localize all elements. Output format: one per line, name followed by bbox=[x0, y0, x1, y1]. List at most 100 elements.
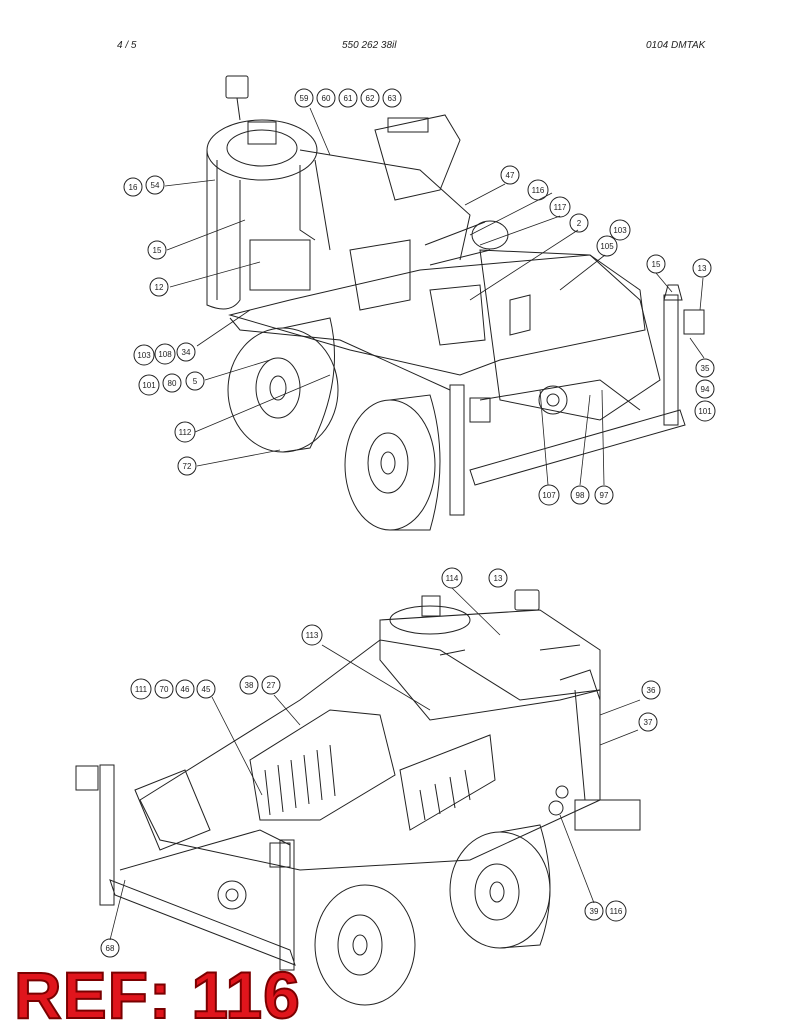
callout-27: 27 bbox=[261, 675, 281, 695]
svg-text:63: 63 bbox=[388, 94, 397, 103]
top-callouts: 59 60 61 62 63 16 54 47 116 117 2 103 10… bbox=[123, 88, 716, 506]
callout-105: 105 bbox=[596, 235, 618, 257]
svg-text:36: 36 bbox=[647, 686, 656, 695]
callout-61: 61 bbox=[338, 88, 358, 108]
svg-text:39: 39 bbox=[590, 907, 599, 916]
callout-35: 35 bbox=[695, 358, 715, 378]
svg-text:80: 80 bbox=[168, 379, 177, 388]
svg-text:107: 107 bbox=[542, 491, 556, 500]
top-leader-lines bbox=[164, 107, 705, 486]
svg-text:111: 111 bbox=[135, 685, 148, 694]
svg-text:38: 38 bbox=[245, 681, 254, 690]
svg-text:15: 15 bbox=[153, 246, 162, 255]
callout-103: 103 bbox=[609, 219, 631, 241]
bottom-machine-drawing bbox=[75, 589, 641, 1006]
svg-text:98: 98 bbox=[576, 491, 585, 500]
bottom-callouts: 114 13 113 111 70 46 45 38 27 36 37 39 1… bbox=[100, 567, 661, 958]
svg-text:15: 15 bbox=[652, 260, 661, 269]
callout-80: 80 bbox=[162, 373, 182, 393]
svg-text:37: 37 bbox=[644, 718, 653, 727]
callout-70: 70 bbox=[154, 679, 174, 699]
callout-62: 62 bbox=[360, 88, 380, 108]
svg-text:112: 112 bbox=[179, 428, 192, 437]
callout-34: 34 bbox=[176, 342, 196, 362]
svg-text:47: 47 bbox=[506, 171, 515, 180]
svg-text:105: 105 bbox=[600, 242, 614, 251]
callout-15: 15 bbox=[646, 254, 666, 274]
svg-text:62: 62 bbox=[366, 94, 375, 103]
callout-107: 107 bbox=[538, 484, 560, 506]
callout-5: 5 bbox=[185, 371, 205, 391]
callout-114: 114 bbox=[441, 567, 463, 589]
callout-60: 60 bbox=[316, 88, 336, 108]
callout-101b: 101 bbox=[138, 374, 160, 396]
svg-text:61: 61 bbox=[344, 94, 353, 103]
svg-text:60: 60 bbox=[322, 94, 331, 103]
svg-text:103: 103 bbox=[613, 226, 627, 235]
svg-text:113: 113 bbox=[306, 631, 319, 640]
svg-text:5: 5 bbox=[193, 377, 198, 386]
svg-text:116: 116 bbox=[532, 186, 545, 195]
callout-47: 47 bbox=[500, 165, 520, 185]
svg-text:54: 54 bbox=[151, 181, 160, 190]
callout-117: 117 bbox=[549, 196, 571, 218]
callout-37: 37 bbox=[638, 712, 658, 732]
bottom-leader-lines bbox=[109, 587, 641, 941]
callout-101: 101 bbox=[694, 400, 716, 422]
svg-text:12: 12 bbox=[155, 283, 164, 292]
svg-text:13: 13 bbox=[698, 264, 707, 273]
svg-text:117: 117 bbox=[554, 203, 567, 212]
svg-text:101: 101 bbox=[142, 381, 156, 390]
svg-text:70: 70 bbox=[160, 685, 169, 694]
callout-112: 112 bbox=[174, 421, 196, 443]
svg-text:103: 103 bbox=[137, 351, 151, 360]
callout-13: 13 bbox=[692, 258, 712, 278]
document-code: 0104 DMTAK bbox=[646, 40, 706, 51]
svg-text:114: 114 bbox=[446, 574, 459, 583]
svg-text:72: 72 bbox=[183, 462, 192, 471]
svg-text:59: 59 bbox=[300, 94, 309, 103]
callout-98: 98 bbox=[570, 485, 590, 505]
callout-72: 72 bbox=[177, 456, 197, 476]
document-number: 550 262 38il bbox=[342, 40, 397, 51]
callout-94: 94 bbox=[695, 379, 715, 399]
ref-label: REF: 116 bbox=[13, 958, 301, 1032]
callout-36: 36 bbox=[641, 680, 661, 700]
callout-108: 108 bbox=[154, 343, 176, 365]
svg-text:34: 34 bbox=[182, 348, 191, 357]
svg-text:101: 101 bbox=[698, 407, 712, 416]
page-number: 4 / 5 bbox=[117, 40, 137, 51]
svg-text:116: 116 bbox=[610, 907, 623, 916]
callout-111: 111 bbox=[130, 678, 152, 700]
svg-text:46: 46 bbox=[181, 685, 190, 694]
svg-text:27: 27 bbox=[267, 681, 276, 690]
callout-39: 39 bbox=[584, 901, 604, 921]
callout-46: 46 bbox=[175, 679, 195, 699]
svg-text:35: 35 bbox=[701, 364, 710, 373]
svg-text:16: 16 bbox=[129, 183, 138, 192]
callout-116: 116 bbox=[527, 179, 549, 201]
callout-13-bottom: 13 bbox=[488, 568, 508, 588]
callout-2: 2 bbox=[569, 213, 589, 233]
callout-113: 113 bbox=[301, 624, 323, 646]
svg-text:13: 13 bbox=[494, 574, 503, 583]
svg-text:2: 2 bbox=[577, 219, 582, 228]
callout-59: 59 bbox=[294, 88, 314, 108]
top-machine-drawing bbox=[206, 75, 705, 531]
svg-text:97: 97 bbox=[600, 491, 609, 500]
callout-16: 16 bbox=[123, 177, 143, 197]
svg-text:45: 45 bbox=[202, 685, 211, 694]
callout-38: 38 bbox=[239, 675, 259, 695]
callout-63: 63 bbox=[382, 88, 402, 108]
svg-text:94: 94 bbox=[701, 385, 710, 394]
svg-text:108: 108 bbox=[158, 350, 172, 359]
svg-text:68: 68 bbox=[106, 944, 115, 953]
callout-68: 68 bbox=[100, 938, 120, 958]
callout-97: 97 bbox=[594, 485, 614, 505]
callout-116-bottom: 116 bbox=[605, 900, 627, 922]
callout-45: 45 bbox=[196, 679, 216, 699]
callout-12: 12 bbox=[149, 277, 169, 297]
callout-54: 54 bbox=[145, 175, 165, 195]
callout-15b: 15 bbox=[147, 240, 167, 260]
